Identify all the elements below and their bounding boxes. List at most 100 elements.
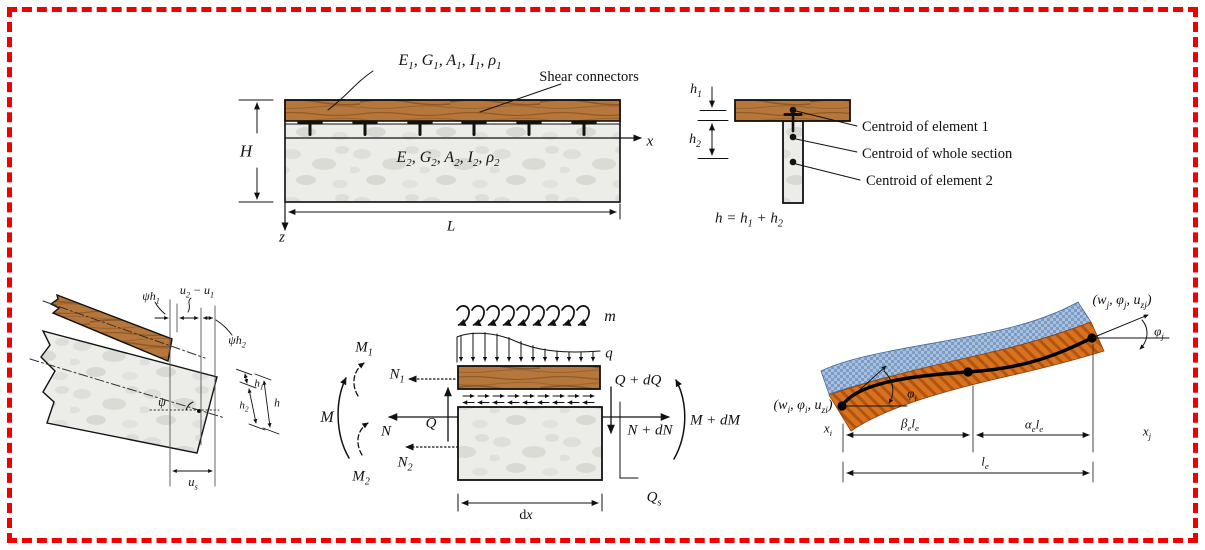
wood-centroid-axis: [42, 300, 206, 359]
label-slip-difference: u2 − u1: [179, 283, 215, 300]
label-z-axis: z: [279, 229, 285, 246]
shear-stud: [571, 120, 597, 136]
beam-elevation-diagram: [238, 70, 642, 231]
label-x-axis: x: [646, 133, 654, 150]
kinematics-diagram: [29, 293, 280, 487]
psi-h2-leader: [215, 319, 233, 336]
interface-shear-arrows: [462, 393, 595, 405]
label-M1: M1: [355, 339, 373, 359]
label-M-plus-dM: M + dM: [689, 412, 741, 429]
label-M: M: [320, 409, 334, 426]
label-L: L: [446, 218, 456, 235]
h1-h2-dimension: [697, 86, 729, 159]
centroid2-leader: [795, 163, 861, 181]
fbd-concrete-element: [457, 406, 603, 481]
element-dimension-arrows: [846, 432, 1090, 476]
H-dimension: [238, 99, 274, 203]
label-kin-h2: h2: [239, 399, 249, 414]
label-N1: N1: [389, 366, 405, 386]
element1-label-leader: [327, 70, 374, 111]
label-centroid-element1: Centroid of element 1: [862, 118, 989, 135]
label-distributed-load-q: q: [605, 345, 613, 362]
label-beta-segment: βele: [901, 415, 919, 434]
centroid-whole-leader: [795, 138, 858, 153]
label-centroid-whole-section: Centroid of whole section: [862, 145, 1013, 162]
phi-i-angle-arc: [883, 370, 894, 404]
label-node-j-dofs: (wj, φj, uzj): [1092, 293, 1152, 311]
label-M2: M2: [352, 468, 370, 488]
Qs-leader: [619, 401, 639, 479]
shear-stud: [352, 120, 378, 136]
cross-section-diagram: [697, 86, 861, 204]
label-kin-h1: h1: [254, 377, 264, 392]
MdM-moment-arrow: [673, 379, 686, 460]
free-body-diagram: [337, 305, 686, 512]
centroid-element1-dot: [789, 106, 797, 114]
mid-node-dot: [963, 367, 973, 377]
psi-h1-leader: [154, 301, 166, 315]
concrete-centroid-axis: [29, 358, 226, 419]
slip-reference-lines: [169, 299, 216, 487]
phi-i-tangent-arrow: [841, 365, 887, 407]
concrete-layer: [284, 123, 621, 203]
label-h2: h2: [689, 132, 701, 150]
label-element-length: le: [981, 453, 989, 472]
psi-angle-arc: [185, 401, 194, 411]
slip-arrows: [154, 315, 213, 474]
label-kin-h: h: [274, 397, 280, 410]
M1-moment-arrow: [353, 362, 365, 397]
depth-dimensions: [236, 368, 280, 435]
label-phi-i: φi: [907, 385, 917, 404]
fbd-wood-element: [457, 365, 601, 390]
label-node-i-dofs: (wi, φi, uzi): [773, 398, 833, 416]
label-centroid-element2: Centroid of element 2: [866, 172, 993, 189]
centroid1-leader: [795, 110, 858, 127]
shear-stud: [461, 120, 487, 136]
label-N-plus-dN: N + dN: [627, 422, 673, 439]
centroid-element2-dot: [789, 158, 797, 166]
shear-studs: [297, 120, 597, 136]
label-N: N: [380, 423, 392, 440]
dx-dimension: [457, 493, 603, 512]
label-x-i: xi: [823, 420, 833, 439]
tilted-concrete-element: [40, 329, 218, 454]
beam-outline: [284, 99, 621, 203]
label-height-equation: h = h1 + h2: [715, 210, 783, 230]
label-x-j: xj: [1142, 423, 1152, 442]
section-shear-stud: [783, 113, 803, 133]
label-alpha-segment: αele: [1024, 416, 1044, 435]
shear-stud: [407, 120, 433, 136]
label-element2-properties: E2, G2, A2, I2, ρ2: [396, 149, 500, 170]
phi-j-tangent-arrow: [1091, 314, 1149, 339]
label-N2: N2: [397, 454, 413, 474]
label-moment-load-m: m: [604, 308, 616, 325]
orange-layer-band: [828, 321, 1105, 432]
label-Qs: Qs: [646, 489, 662, 509]
slip-difference-leader: [187, 297, 192, 313]
label-Q: Q: [425, 415, 437, 432]
label-h1: h1: [690, 82, 702, 100]
label-psi-h2: ψh2: [228, 333, 246, 350]
load-envelope-curve: [456, 332, 601, 353]
label-psi: ψ: [158, 394, 166, 409]
phi-j-angle-arc: [1139, 319, 1148, 350]
finite-element-diagram: [820, 301, 1170, 483]
M2-moment-arrow: [357, 422, 369, 456]
wood-layer: [284, 99, 621, 122]
tilted-wood-element: [49, 293, 173, 362]
shear-stud: [516, 120, 542, 136]
label-dx: dx: [519, 508, 533, 523]
moment-load-arrows: [456, 305, 590, 327]
label-slip-total: us: [188, 474, 198, 492]
rotation-vertex-dot: [197, 409, 201, 413]
element-dimension-ticks: [842, 343, 1094, 483]
distributed-load-arrows: [458, 332, 596, 362]
label-Q-plus-dQ: Q + dQ: [614, 372, 662, 389]
centroid-whole-dot: [789, 133, 797, 141]
shear-connectors-leader: [479, 83, 562, 113]
label-phi-j: φj: [1154, 323, 1164, 342]
label-shear-connectors: Shear connectors: [539, 68, 639, 85]
label-H: H: [239, 141, 253, 161]
shear-stud: [297, 120, 323, 136]
